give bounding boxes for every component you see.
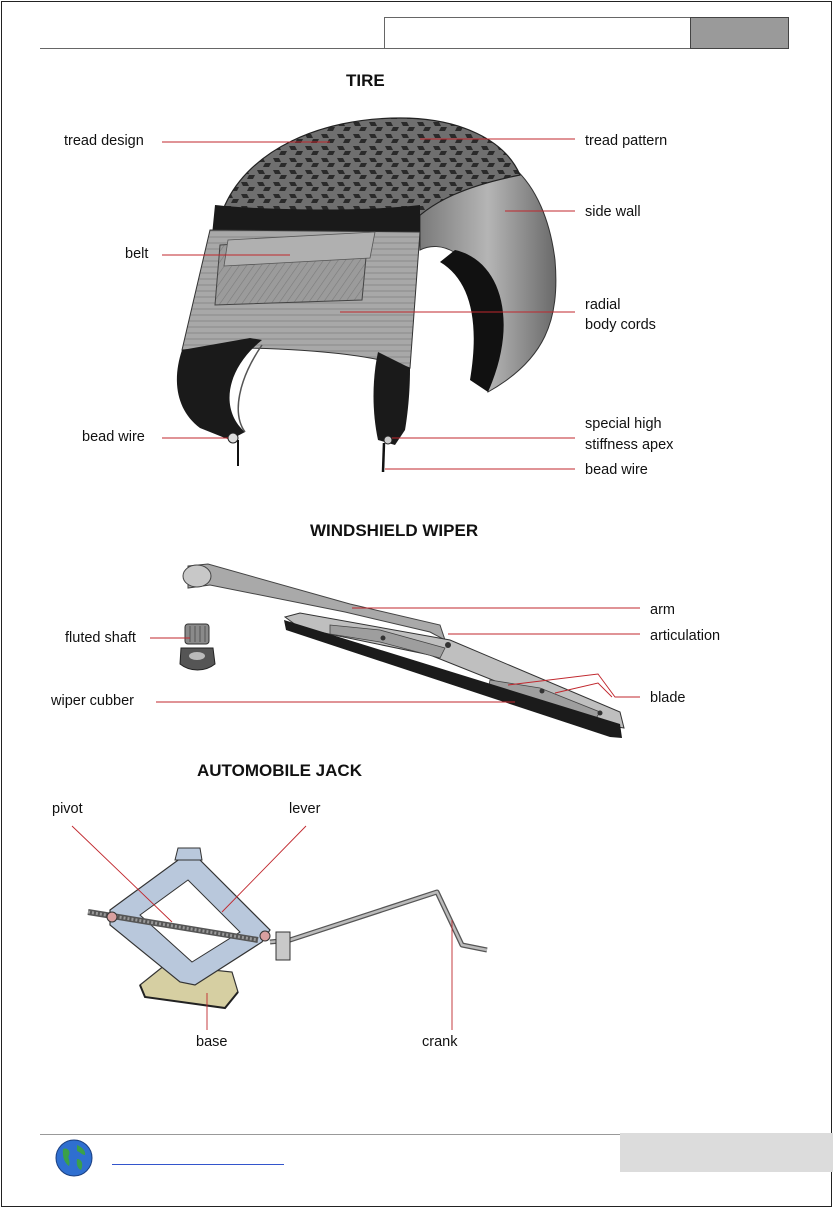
label-tread-pattern: tread pattern — [585, 133, 668, 149]
footer-link[interactable] — [112, 1164, 284, 1165]
label-arm: arm — [650, 602, 675, 618]
tire-leader-lines — [162, 138, 575, 470]
label-fluted-shaft: fluted shaft — [65, 630, 136, 646]
globe-icon — [55, 1139, 93, 1177]
label-stiffness-apex: stiffness apex — [585, 437, 674, 453]
header-tab — [690, 17, 789, 49]
label-tread-design: tread design — [64, 133, 144, 149]
jack-title: AUTOMOBILE JACK — [197, 761, 362, 780]
label-body-cords: body cords — [585, 317, 656, 333]
label-lever: lever — [289, 801, 321, 817]
jack-leader-lines — [71, 825, 453, 1030]
label-base: base — [196, 1034, 228, 1050]
label-blade: blade — [650, 690, 686, 706]
label-wiper-rubber: wiper cubber — [51, 693, 135, 709]
label-bead-wire-right: bead wire — [585, 462, 648, 478]
wiper-leader-lines — [150, 607, 640, 703]
footer-box — [620, 1133, 833, 1172]
label-bead-wire-left: bead wire — [82, 429, 145, 445]
header-rule — [40, 48, 385, 49]
footer-rule — [40, 1134, 620, 1135]
label-pivot: pivot — [52, 801, 83, 817]
label-crank: crank — [422, 1034, 458, 1050]
tire-illustration — [176, 117, 557, 473]
label-articulation: articulation — [650, 628, 721, 644]
wiper-illustration — [179, 563, 625, 738]
label-special-high: special high — [585, 416, 662, 432]
label-side-wall: side wall — [585, 204, 641, 220]
label-radial: radial — [585, 297, 621, 313]
jack-illustration — [87, 847, 488, 1010]
wiper-title: WINDSHIELD WIPER — [310, 521, 479, 540]
tire-title: TIRE — [346, 71, 385, 90]
label-belt: belt — [125, 246, 149, 262]
